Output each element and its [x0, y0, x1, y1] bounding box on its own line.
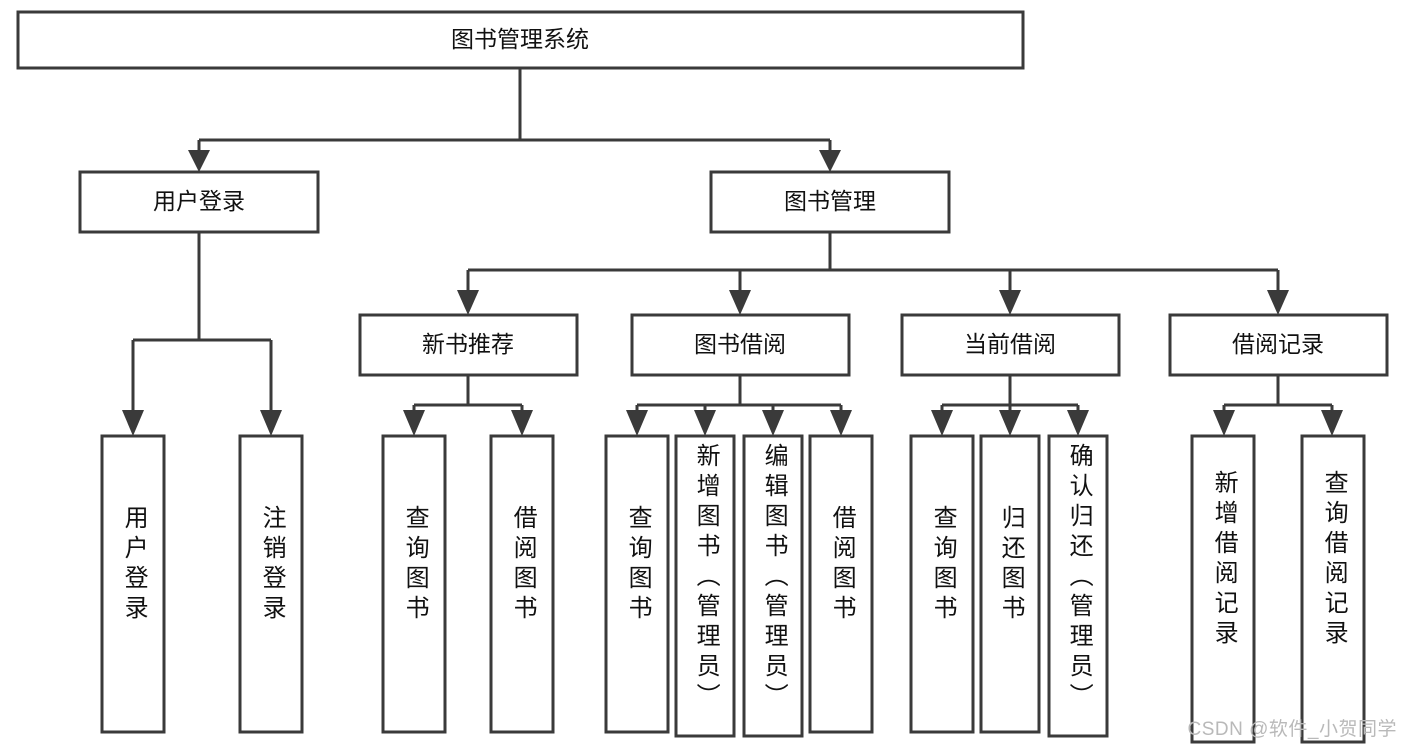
node-leaf-borrow-book-1[interactable] — [489, 434, 555, 734]
arrow-head-borrow-record — [1267, 290, 1289, 315]
arrow-head-leaf-return-book — [999, 410, 1021, 436]
connector-group-root — [188, 68, 841, 172]
connector-group-current-borrow — [931, 375, 1089, 436]
node-borrow-record[interactable] — [1168, 313, 1389, 377]
arrow-head-leaf-query-book-1 — [403, 410, 425, 436]
connector-group-borrow-record — [1213, 375, 1343, 436]
arrow-head-leaf-query-book-2 — [626, 410, 648, 436]
node-leaf-return-book[interactable] — [979, 434, 1041, 734]
node-leaf-query-record[interactable] — [1300, 434, 1366, 744]
arrow-head-book-borrow — [729, 290, 751, 315]
node-leaf-user-login[interactable] — [100, 434, 166, 734]
node-book-manage[interactable] — [709, 170, 951, 234]
node-current-borrow[interactable] — [900, 313, 1121, 377]
arrow-head-leaf-add-record — [1213, 410, 1235, 436]
arrow-head-user-login — [188, 150, 210, 172]
node-book-manage-label: 图书管理 — [784, 188, 876, 214]
node-leaf-logout-login[interactable] — [238, 434, 304, 734]
node-book-borrow[interactable] — [630, 313, 851, 377]
arrow-head-current-borrow — [999, 290, 1021, 315]
node-user-login-label: 用户登录 — [153, 188, 245, 214]
arrow-head-leaf-query-record — [1321, 410, 1343, 436]
node-leaf-add-book[interactable] — [674, 434, 736, 738]
connector-group-book-manage — [457, 232, 1289, 315]
node-new-book-recommend[interactable] — [358, 313, 579, 377]
node-leaf-query-book-1[interactable] — [381, 434, 447, 734]
node-leaf-add-record[interactable] — [1190, 434, 1256, 744]
connector-group-book-borrow — [626, 375, 852, 436]
node-book-borrow-label: 图书借阅 — [694, 331, 786, 357]
node-borrow-record-label: 借阅记录 — [1232, 331, 1324, 357]
node-current-borrow-label: 当前借阅 — [964, 331, 1056, 357]
node-leaf-query-book-2[interactable] — [604, 434, 670, 734]
arrow-head-leaf-user-login — [122, 410, 144, 436]
arrow-head-new-book-recommend — [457, 290, 479, 315]
arrow-head-leaf-logout-login — [260, 410, 282, 436]
node-leaf-edit-book[interactable] — [742, 434, 804, 738]
arrow-head-book-manage — [819, 150, 841, 172]
node-new-book-recommend-label: 新书推荐 — [422, 331, 514, 357]
node-leaf-borrow-book-2[interactable] — [808, 434, 874, 734]
arrow-head-leaf-query-book-3 — [931, 410, 953, 436]
arrow-head-leaf-borrow-book-1 — [511, 410, 533, 436]
arrow-head-leaf-edit-book — [762, 410, 784, 436]
node-leaf-query-book-3[interactable] — [909, 434, 975, 734]
node-root[interactable] — [16, 10, 1025, 70]
node-root-label: 图书管理系统 — [451, 26, 589, 52]
connector-group-new-book-recommend — [403, 375, 533, 436]
csdn-watermark: CSDN @软件_小贺同学 — [1187, 719, 1397, 740]
connector-group-user-login — [122, 232, 282, 436]
node-leaf-confirm-return[interactable] — [1047, 434, 1109, 738]
arrow-head-leaf-add-book — [694, 410, 716, 436]
arrow-head-leaf-borrow-book-2 — [830, 410, 852, 436]
node-user-login[interactable] — [78, 170, 320, 234]
arrow-head-leaf-confirm-return — [1067, 410, 1089, 436]
